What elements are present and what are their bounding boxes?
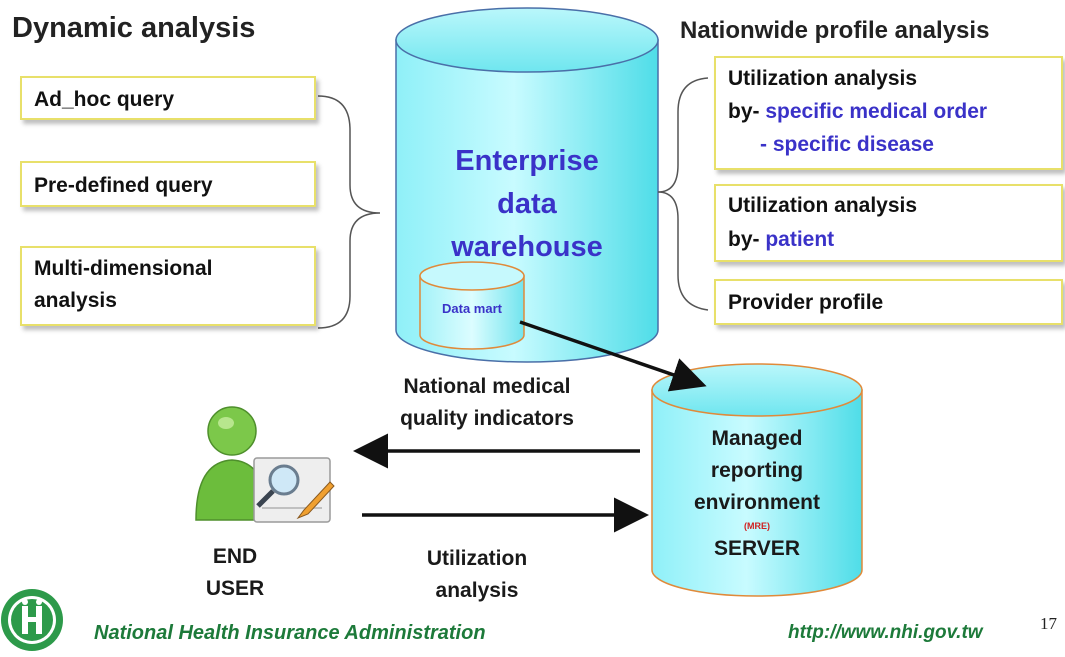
utilization-analysis-label: Utilization analysis <box>392 543 562 607</box>
utilization-analysis-line2: analysis <box>435 579 519 602</box>
by-label-2: by- <box>728 228 760 251</box>
footer-url[interactable]: http://www.nhi.gov.tw <box>788 622 983 643</box>
left-brace <box>317 95 381 329</box>
end-user-icon <box>195 406 335 523</box>
mre-label: Managed reporting environment <box>652 423 862 519</box>
utilization-by-patient-box: Utilization analysis by- patient <box>714 184 1063 262</box>
warehouse-line1: Enterprise <box>455 145 599 177</box>
nationwide-profile-heading: Nationwide profile analysis <box>680 17 990 44</box>
end-user-line1: END <box>212 545 258 568</box>
mre-server-cylinder <box>651 363 863 597</box>
pre-defined-query-label: Pre-defined query <box>34 174 213 197</box>
quality-line2: quality indicators <box>400 407 574 430</box>
right-brace <box>657 77 709 311</box>
multi-dimensional-line2: analysis <box>34 289 117 312</box>
specific-disease: - specific disease <box>760 133 934 156</box>
utilization-analysis-line1: Utilization <box>426 547 528 570</box>
nhi-logo <box>1 589 63 651</box>
provider-profile-label: Provider profile <box>728 291 884 314</box>
multi-dimensional-box: Multi-dimensional analysis <box>20 246 316 326</box>
warehouse-line2: data <box>497 188 557 220</box>
utilization-by-order-box: Utilization analysis by- specific medica… <box>714 56 1063 170</box>
end-user-line2: USER <box>205 577 265 600</box>
by-label-1: by- <box>728 100 760 123</box>
pre-defined-query-box: Pre-defined query <box>20 161 316 207</box>
mre-line2: reporting <box>710 459 804 482</box>
dynamic-analysis-heading: Dynamic analysis <box>12 12 256 44</box>
provider-profile-box: Provider profile <box>714 279 1063 325</box>
specific-medical-order: specific medical order <box>765 100 988 123</box>
multi-dimensional-line1: Multi-dimensional <box>34 257 213 280</box>
mre-server-label: SERVER <box>714 537 800 560</box>
data-mart-label: Data mart <box>442 301 502 316</box>
mre-line3: environment <box>693 491 821 514</box>
by-prefix-2: by- patient <box>728 228 834 252</box>
warehouse-label: Enterprise data warehouse <box>396 140 658 269</box>
footer-org: National Health Insurance Administration <box>94 622 486 644</box>
page-number: 17 <box>1040 614 1057 633</box>
quality-line1: National medical <box>403 375 571 398</box>
mre-line1: Managed <box>711 427 803 450</box>
quality-indicators-label: National medical quality indicators <box>372 371 602 435</box>
ad-hoc-query-label: Ad_hoc query <box>34 88 175 111</box>
utilization-line1: Utilization analysis <box>728 67 918 90</box>
ad-hoc-query-box: Ad_hoc query <box>20 76 316 120</box>
mart-to-mre-arrow <box>519 320 707 392</box>
patient-label: patient <box>765 228 835 251</box>
by-prefix-1: by- specific medical order <box>728 100 987 124</box>
mre-abbr: (MRE) <box>744 521 770 531</box>
end-user-label: END USER <box>190 541 280 605</box>
warehouse-line3: warehouse <box>451 231 603 263</box>
utilization-line1-box2: Utilization analysis <box>728 194 918 217</box>
data-mart-cylinder <box>419 261 525 350</box>
